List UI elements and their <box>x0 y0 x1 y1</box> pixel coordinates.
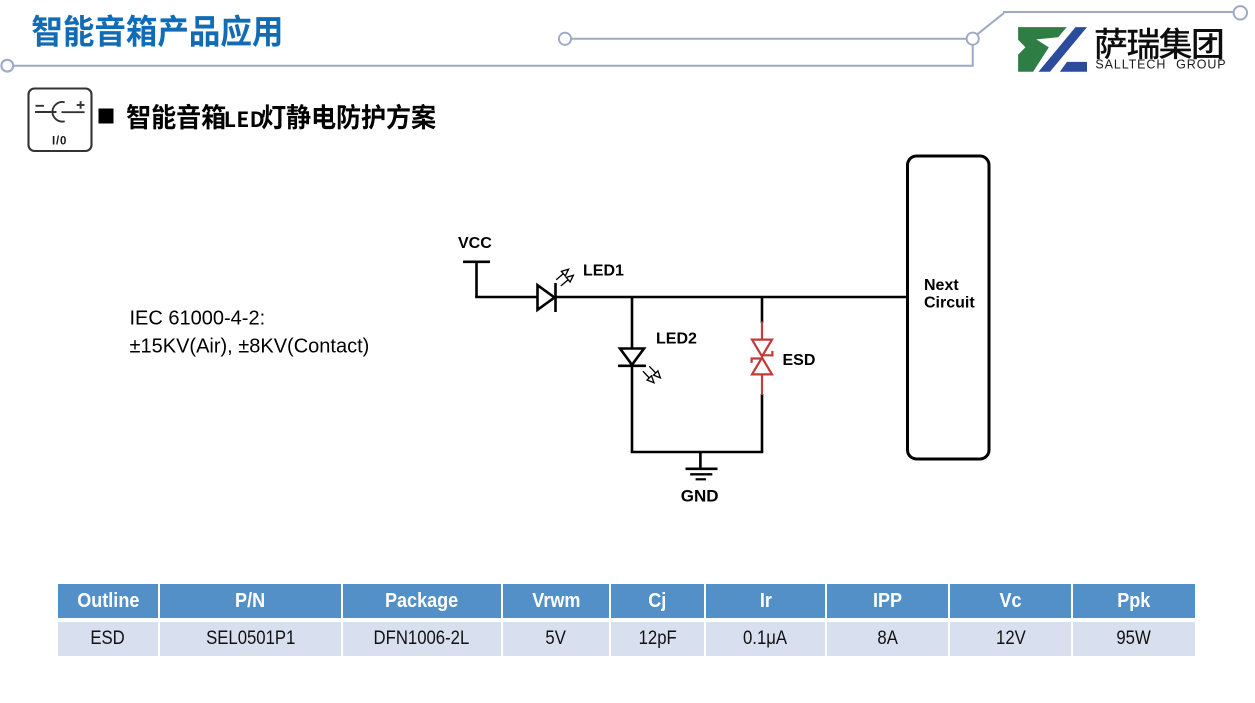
svg-text:GND: GND <box>681 487 719 506</box>
svg-text:IEC 61000-4-2:: IEC 61000-4-2: <box>130 307 266 329</box>
svg-text:VCC: VCC <box>458 235 492 252</box>
svg-text:Circuit: Circuit <box>924 294 975 311</box>
svg-text:LED2: LED2 <box>656 331 697 348</box>
svg-text:I/0: I/0 <box>52 135 67 147</box>
svg-text:ESD: ESD <box>783 352 816 369</box>
svg-text:SALLTECH GROUP: SALLTECH GROUP <box>1095 57 1226 71</box>
svg-text:Next: Next <box>924 277 959 294</box>
svg-text:LED1: LED1 <box>583 263 624 280</box>
svg-text:±15KV(Air), ±8KV(Contact): ±15KV(Air), ±8KV(Contact) <box>130 335 370 357</box>
